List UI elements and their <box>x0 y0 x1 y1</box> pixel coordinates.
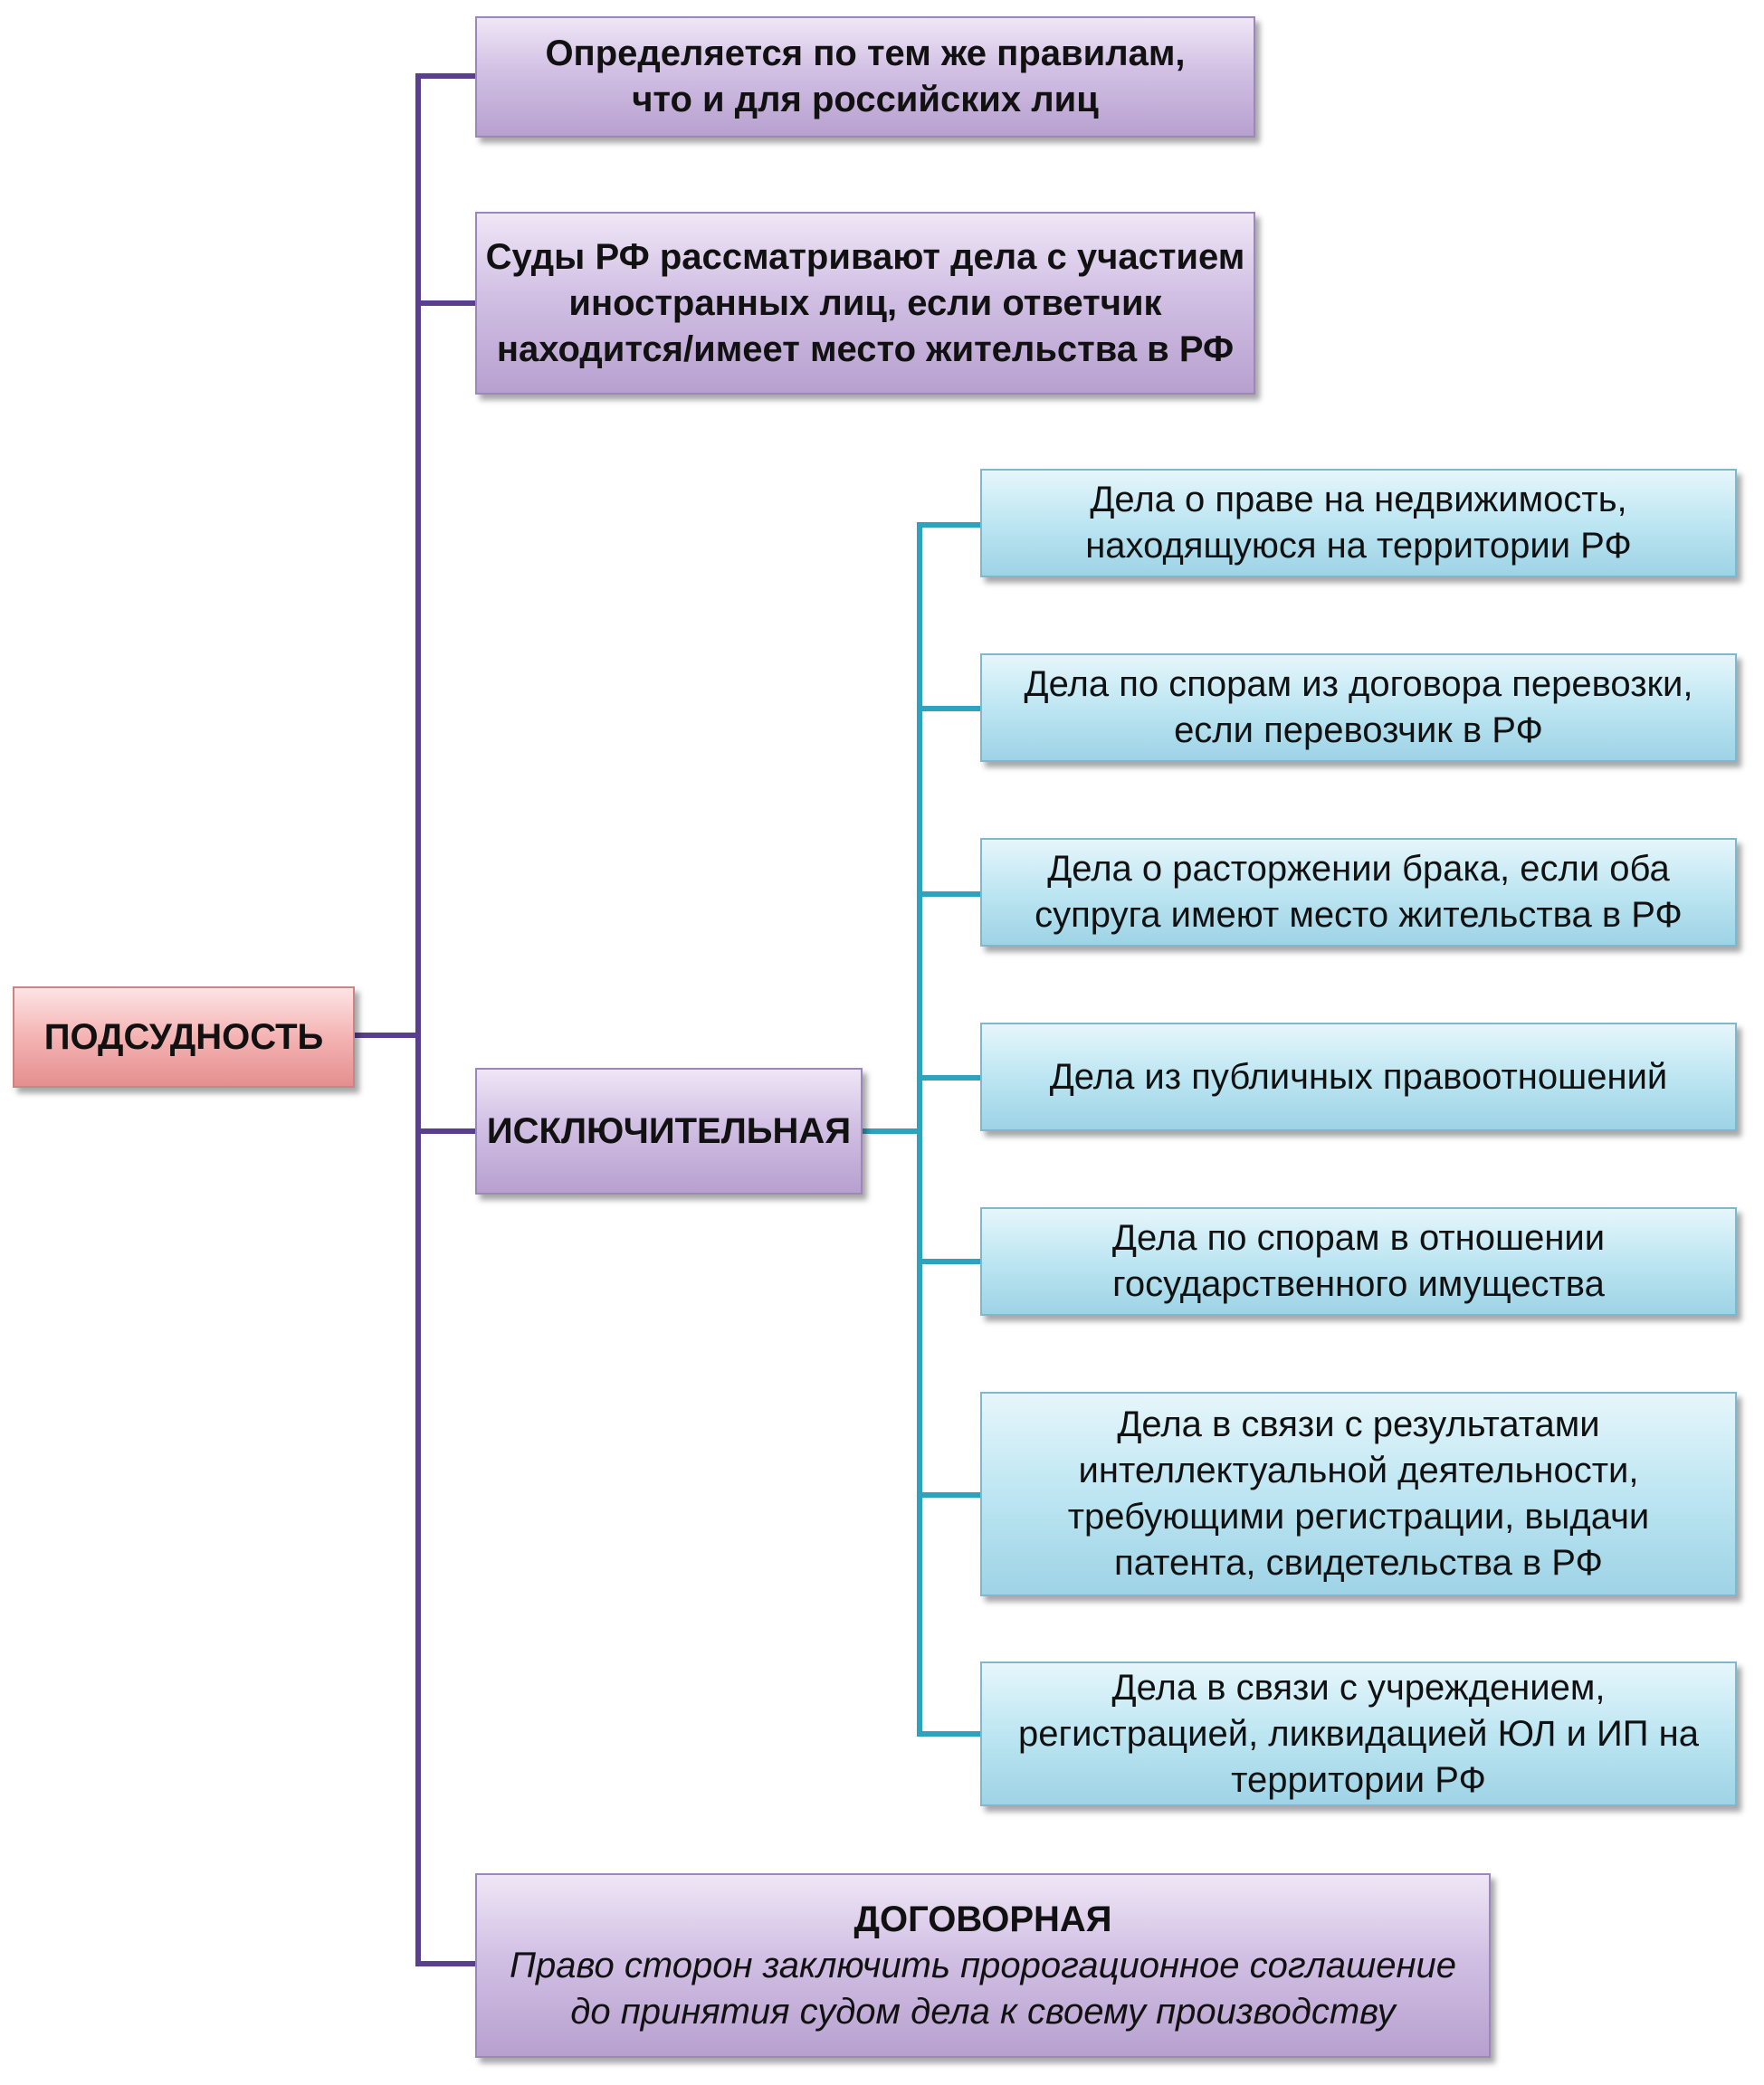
node-courts-line-3: находится/имеет место жительства в РФ <box>496 328 1235 369</box>
node-courts-line-2: иностранных лиц, если ответчик <box>568 282 1162 323</box>
exclusive-item-legal-entities: Дела в связи с учреждением, регистрацией… <box>980 1661 1737 1806</box>
node-courts-line-1: Суды РФ рассматривают дела с участием <box>485 236 1245 277</box>
node-general-line-1: Определяется по тем же правилам, <box>545 33 1186 73</box>
exclusive-item-6-line-1: Дела в связи с результатами <box>1117 1404 1600 1444</box>
exclusive-item-1-line-1: Дела о праве на недвижимость, <box>1090 480 1627 519</box>
exclusive-item-7-line-1: Дела в связи с учреждением, <box>1111 1667 1606 1708</box>
node-exclusive-label: ИСКЛЮЧИТЕЛЬНАЯ <box>486 1110 852 1151</box>
exclusive-item-1-line-2: находящуюся на территории РФ <box>1085 526 1632 566</box>
node-contractual-line-2: до принятия судом дела к своему производ… <box>570 1991 1396 2032</box>
exclusive-item-carriage: Дела по спорам из договора перевозки, ес… <box>980 653 1737 762</box>
exclusive-item-intellectual-property: Дела в связи с результатами интеллектуал… <box>980 1392 1737 1596</box>
exclusive-item-public-law: Дела из публичных правоотношений <box>980 1023 1737 1131</box>
main-connector-trunk <box>352 73 478 1966</box>
exclusive-item-2-line-2: если перевозчик в РФ <box>1174 710 1543 750</box>
exclusive-item-real-estate: Дела о праве на недвижимость, находящуюс… <box>980 469 1737 577</box>
node-general-rules: Определяется по тем же правилам, что и д… <box>475 16 1255 138</box>
exclusive-item-4-line-1: Дела из публичных правоотношений <box>1049 1056 1668 1097</box>
root-node-label: ПОДСУДНОСТЬ <box>43 1016 324 1057</box>
exclusive-item-7-line-2: регистрацией, ликвидацией ЮЛ и ИП на <box>1017 1713 1699 1754</box>
exclusive-item-state-property: Дела по спорам в отношении государственн… <box>980 1207 1737 1316</box>
node-contractual-label: ДОГОВОРНАЯ <box>853 1899 1112 1939</box>
root-node-jurisdiction: ПОДСУДНОСТЬ <box>13 986 355 1088</box>
exclusive-item-6-line-2: интеллектуальной деятельности, <box>1078 1451 1639 1490</box>
node-contractual: ДОГОВОРНАЯ Право сторон заключить пророг… <box>475 1873 1491 2058</box>
node-general-line-2: что и для российских лиц <box>632 80 1099 119</box>
exclusive-item-6-line-4: патента, свидетельства в РФ <box>1114 1543 1603 1583</box>
exclusive-item-6-line-3: требующими регистрации, выдачи <box>1067 1497 1650 1537</box>
exclusive-item-3-line-2: супруга имеют место жительства в РФ <box>1035 895 1683 935</box>
exclusive-item-5-line-2: государственного имущества <box>1112 1264 1605 1304</box>
node-contractual-line-1: Право сторон заключить пророгационное со… <box>510 1945 1456 1985</box>
exclusive-item-divorce: Дела о расторжении брака, если оба супру… <box>980 838 1737 947</box>
node-exclusive: ИСКЛЮЧИТЕЛЬНАЯ <box>475 1068 863 1195</box>
exclusive-item-5-line-1: Дела по спорам в отношении <box>1111 1218 1606 1258</box>
exclusive-connector-trunk <box>860 522 983 1737</box>
exclusive-item-2-line-1: Дела по спорам из договора перевозки, <box>1024 664 1693 704</box>
node-russian-courts: Суды РФ рассматривают дела с участием ин… <box>475 212 1255 395</box>
exclusive-item-7-line-3: территории РФ <box>1231 1759 1486 1800</box>
exclusive-item-3-line-1: Дела о расторжении брака, если оба <box>1047 849 1670 889</box>
